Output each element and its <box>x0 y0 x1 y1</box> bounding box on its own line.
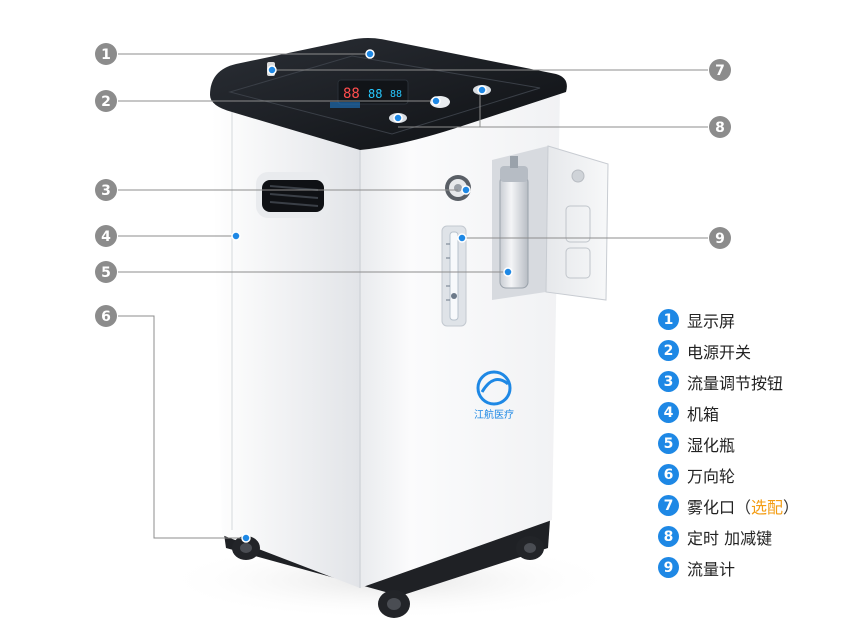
humidifier-compartment <box>492 146 548 300</box>
legend-number: 9 <box>658 557 679 578</box>
callout-badge-8: 8 <box>709 116 731 138</box>
svg-text:7: 7 <box>715 63 725 79</box>
legend-item-flow-knob: 3 流量调节按钮 <box>658 366 848 397</box>
legend-item-power-switch: 2 电源开关 <box>658 335 848 366</box>
legend-number: 3 <box>658 371 679 392</box>
humidifier-door[interactable] <box>545 145 609 301</box>
svg-text:88: 88 <box>343 86 360 102</box>
legend-item-caster-wheels: 6 万向轮 <box>658 459 848 490</box>
svg-text:4: 4 <box>101 229 111 245</box>
callout-badge-7: 7 <box>709 59 731 81</box>
cabinet-handle <box>256 172 330 218</box>
callout-badge-2: 2 <box>95 90 117 112</box>
note-open-paren: （ <box>735 497 752 517</box>
brand-logo: 江航医疗 <box>474 370 514 421</box>
svg-text:9: 9 <box>715 231 725 247</box>
legend-label: 机箱 <box>687 404 720 424</box>
legend-number: 6 <box>658 464 679 485</box>
svg-text:88: 88 <box>368 87 382 101</box>
legend-item-humidifier-bottle: 5 湿化瓶 <box>658 428 848 459</box>
legend-number: 5 <box>658 433 679 454</box>
legend-number: 4 <box>658 402 679 423</box>
legend-label: 雾化口 <box>687 497 736 517</box>
svg-text:3: 3 <box>101 183 111 199</box>
legend-number: 8 <box>658 526 679 547</box>
callout-dots <box>231 49 513 543</box>
legend-label: 流量调节按钮 <box>687 373 784 393</box>
brand-logo-text: 江航医疗 <box>474 408 514 421</box>
legend-label: 流量计 <box>687 559 736 579</box>
callout-badge-5: 5 <box>95 261 117 283</box>
callout-badge-6: 6 <box>95 305 117 327</box>
parts-legend: 1 显示屏 2 电源开关 3 流量调节按钮 4 机箱 5 湿化瓶 6 万向轮 7… <box>658 304 848 583</box>
legend-item-atomizer-port: 7 雾化口 （选配） <box>658 490 848 521</box>
legend-label: 湿化瓶 <box>687 435 736 455</box>
display-screen: 88 88 88 <box>330 79 409 108</box>
flowmeter <box>441 225 467 327</box>
svg-text:2: 2 <box>101 94 111 110</box>
legend-number: 1 <box>658 309 679 330</box>
cabinet-side-panel <box>212 100 360 588</box>
svg-text:1: 1 <box>101 47 111 63</box>
legend-number: 2 <box>658 340 679 361</box>
svg-text:8: 8 <box>715 120 725 136</box>
legend-label: 万向轮 <box>687 466 736 486</box>
callout-leaders <box>118 53 708 539</box>
caster-wheels <box>232 536 544 618</box>
optional-tag: 选配 <box>751 497 784 517</box>
svg-text:5: 5 <box>101 265 111 281</box>
legend-label: 定时 加减键 <box>687 528 773 548</box>
legend-item-timer-keys: 8 定时 加减键 <box>658 521 848 552</box>
callout-badge-1: 1 <box>95 43 117 65</box>
svg-text:88: 88 <box>390 89 402 100</box>
legend-item-display-screen: 1 显示屏 <box>658 304 848 335</box>
callout-badges: 1 2 3 4 5 6 7 8 <box>95 43 731 327</box>
callout-badge-9: 9 <box>709 227 731 249</box>
callout-badge-4: 4 <box>95 225 117 247</box>
legend-label: 电源开关 <box>687 342 752 362</box>
legend-item-flowmeter: 9 流量计 <box>658 552 848 583</box>
legend-number: 7 <box>658 495 679 516</box>
legend-optional-note: （选配） <box>735 494 799 518</box>
legend-label: 显示屏 <box>687 311 736 331</box>
svg-text:6: 6 <box>101 309 111 325</box>
legend-item-cabinet: 4 机箱 <box>658 397 848 428</box>
note-close-paren: ） <box>783 497 800 517</box>
callout-badge-3: 3 <box>95 179 117 201</box>
